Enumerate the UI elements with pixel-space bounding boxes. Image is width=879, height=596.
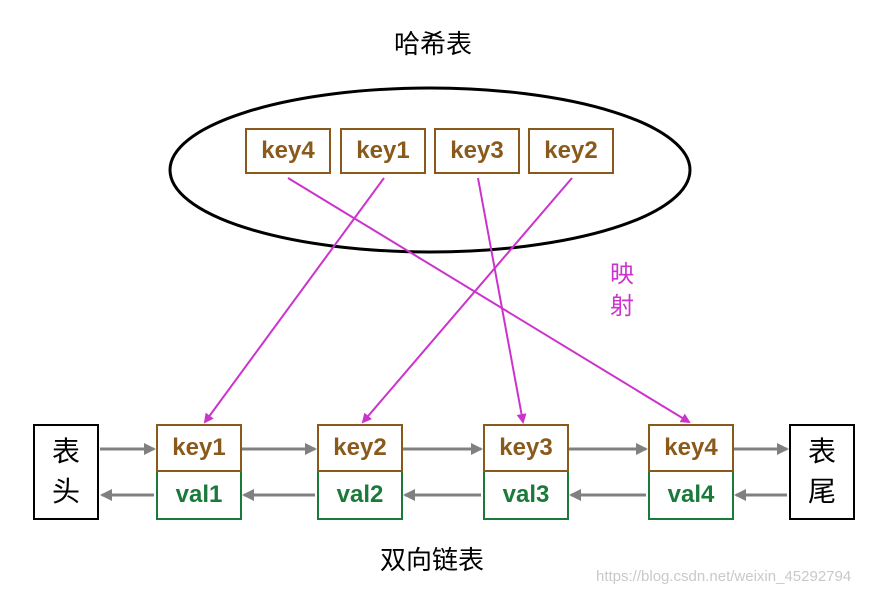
list-node-1: key1 val1 bbox=[156, 424, 242, 520]
watermark: https://blog.csdn.net/weixin_45292794 bbox=[596, 568, 852, 585]
list-head-char-1: 表 bbox=[51, 435, 80, 468]
hash-key-4: key4 bbox=[245, 128, 331, 174]
list-head-char-2: 头 bbox=[51, 475, 80, 508]
hash-table-ellipse bbox=[168, 86, 692, 254]
node-key: key1 bbox=[156, 424, 242, 472]
node-key: key3 bbox=[483, 424, 569, 472]
mapping-label-char-2: 射 bbox=[610, 292, 634, 320]
list-tail-char-1: 表 bbox=[807, 435, 836, 468]
mapping-arrow-key2 bbox=[361, 177, 573, 424]
mapping-label-char-1: 映 bbox=[610, 260, 634, 288]
node-val: val4 bbox=[648, 472, 734, 520]
list-tail-char-2: 尾 bbox=[807, 475, 836, 508]
hash-key-3: key3 bbox=[434, 128, 520, 174]
node-val: val2 bbox=[317, 472, 403, 520]
mapping-arrow-key1 bbox=[203, 177, 385, 424]
linked-list-title: 双向链表 bbox=[380, 546, 485, 576]
node-key: key4 bbox=[648, 424, 734, 472]
list-node-2: key2 val2 bbox=[317, 424, 403, 520]
list-node-4: key4 val4 bbox=[648, 424, 734, 520]
mapping-arrow-key3 bbox=[477, 177, 527, 424]
list-tail: 表 尾 bbox=[789, 424, 855, 520]
node-key: key2 bbox=[317, 424, 403, 472]
node-val: val3 bbox=[483, 472, 569, 520]
hash-table-title: 哈希表 bbox=[394, 30, 473, 60]
mapping-label: 映 射 bbox=[606, 258, 638, 322]
hash-key-1: key1 bbox=[340, 128, 426, 174]
node-val: val1 bbox=[156, 472, 242, 520]
list-node-3: key3 val3 bbox=[483, 424, 569, 520]
hash-key-2: key2 bbox=[528, 128, 614, 174]
list-head: 表 头 bbox=[33, 424, 99, 520]
